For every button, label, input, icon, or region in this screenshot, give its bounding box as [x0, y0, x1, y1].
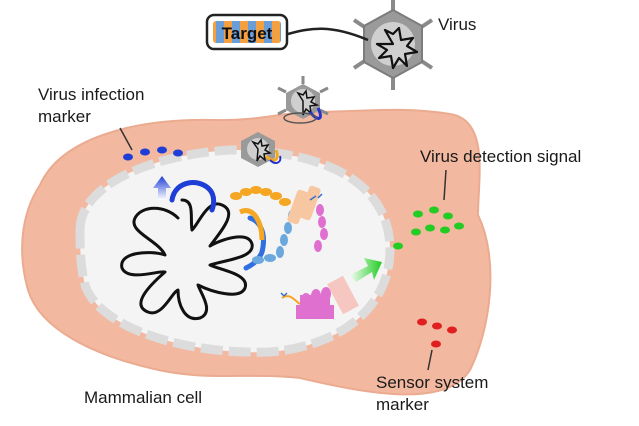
virus-icon — [352, 0, 434, 90]
virus-detection-signal-label: Virus detection signal — [420, 147, 582, 166]
target-tag-text: Target — [222, 24, 273, 43]
dna-genome-icon — [120, 198, 254, 321]
virus-label: Virus — [438, 15, 477, 34]
transcription-arrow-icon — [153, 176, 171, 200]
virus-infection-marker-dots — [123, 146, 183, 161]
virus-detection-signal-dots — [393, 206, 464, 250]
target-tag: Target — [205, 13, 289, 51]
dna-target-region — [169, 180, 217, 213]
reporter-arrow-icon — [280, 258, 382, 319]
virus-attaching-icon — [277, 76, 329, 124]
leader-virus-infection — [119, 127, 133, 151]
sensor-system-marker-label-line2: marker — [376, 395, 429, 414]
target-connector-line — [287, 27, 369, 42]
sensor-system-marker-label-line1: Sensor system — [376, 373, 489, 392]
sensor-protein-icon — [230, 186, 296, 264]
virus-infection-marker-label-line1: Virus infection — [38, 85, 145, 104]
virus-infection-marker-label-line2: marker — [38, 107, 91, 126]
mammalian-cell-label: Mammalian cell — [84, 388, 203, 407]
leader-virus-detection — [443, 169, 447, 201]
virus-entering-icon — [241, 132, 282, 167]
nucleus — [75, 145, 395, 357]
receptor-icon — [287, 185, 323, 225]
sensor-system-marker-dots — [417, 318, 457, 348]
leader-sensor-system — [427, 349, 433, 371]
pink-protein-icon — [314, 204, 328, 252]
